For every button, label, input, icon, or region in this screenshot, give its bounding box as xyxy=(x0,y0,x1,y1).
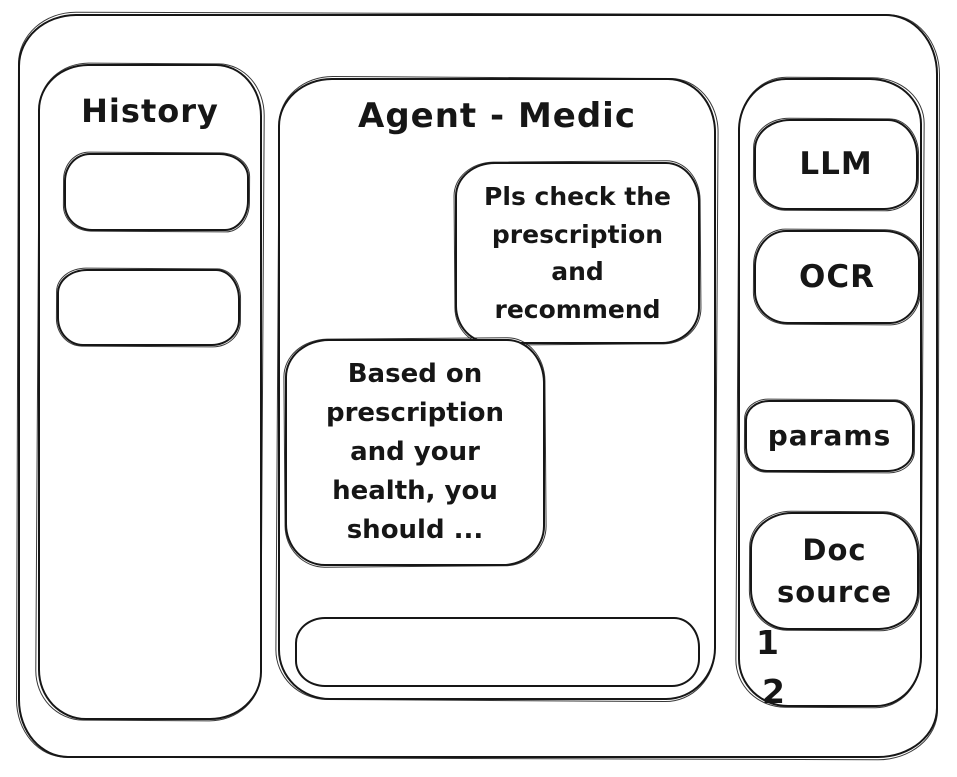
chat-panel: Agent - Medic Pls check the prescription… xyxy=(278,78,716,700)
user-message-bubble: Pls check the prescription and recommend xyxy=(455,162,700,344)
assistant-message-bubble: Based on prescription and your health, y… xyxy=(285,339,545,566)
history-item[interactable] xyxy=(64,153,249,231)
params-button[interactable]: params xyxy=(745,400,914,472)
llm-button[interactable]: LLM xyxy=(754,119,918,210)
history-title: History xyxy=(81,92,219,130)
doc-source-button[interactable]: Doc source xyxy=(750,512,919,630)
tools-panel: LLM OCR params Doc source 1 2 xyxy=(738,78,922,711)
doc-source-item-2[interactable]: 2 xyxy=(762,672,785,711)
ocr-button[interactable]: OCR xyxy=(754,230,920,324)
chat-title: Agent - Medic xyxy=(358,96,636,136)
history-item[interactable] xyxy=(57,269,240,346)
doc-source-item-1[interactable]: 1 xyxy=(756,623,779,662)
chat-input[interactable] xyxy=(295,617,700,687)
history-panel: History xyxy=(38,64,262,720)
